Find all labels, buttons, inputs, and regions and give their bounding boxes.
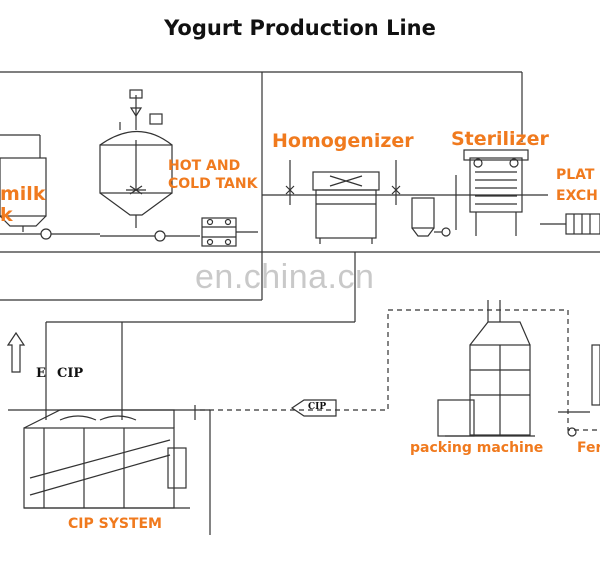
plate-exchanger-label-2: EXCH bbox=[556, 188, 598, 204]
cip-arrow-shape bbox=[290, 399, 337, 417]
buffer-tank bbox=[411, 197, 451, 237]
sterilizer-label: Sterilizer bbox=[451, 128, 549, 150]
sterilizer-unit bbox=[455, 149, 529, 236]
hot-cold-tank bbox=[99, 89, 200, 242]
fermentation-unit bbox=[558, 344, 600, 437]
hot-cold-tank-label-1: HOT AND bbox=[168, 158, 241, 174]
packing-machine-label: packing machine bbox=[410, 440, 544, 456]
plate-exchanger bbox=[540, 213, 600, 235]
homogenizer-label: Homogenizer bbox=[272, 130, 414, 152]
cip-system-label: CIP SYSTEM bbox=[68, 516, 162, 532]
cip-marker-label: CIP bbox=[57, 366, 84, 381]
milk-tank bbox=[0, 134, 100, 240]
fermentation-label: Fer bbox=[577, 440, 600, 456]
cip-system-unit bbox=[23, 409, 190, 509]
pump-block bbox=[201, 217, 258, 247]
packing-machine-unit bbox=[437, 300, 535, 437]
diagram-title: Yogurt Production Line bbox=[164, 16, 436, 40]
milk-tank-label: milk bbox=[0, 183, 46, 205]
cip-marker-e: E bbox=[36, 366, 46, 381]
hot-cold-tank-label-2: COLD TANK bbox=[168, 176, 258, 192]
milk-tank-label-2: k bbox=[0, 204, 13, 226]
cip-up-arrow bbox=[6, 331, 26, 373]
plate-exchanger-label-1: PLAT bbox=[556, 167, 595, 183]
cip-arrow-tag-label: CIP bbox=[308, 402, 327, 412]
homogenizer-unit bbox=[285, 160, 401, 244]
watermark-text: en.china.cn bbox=[195, 258, 375, 296]
